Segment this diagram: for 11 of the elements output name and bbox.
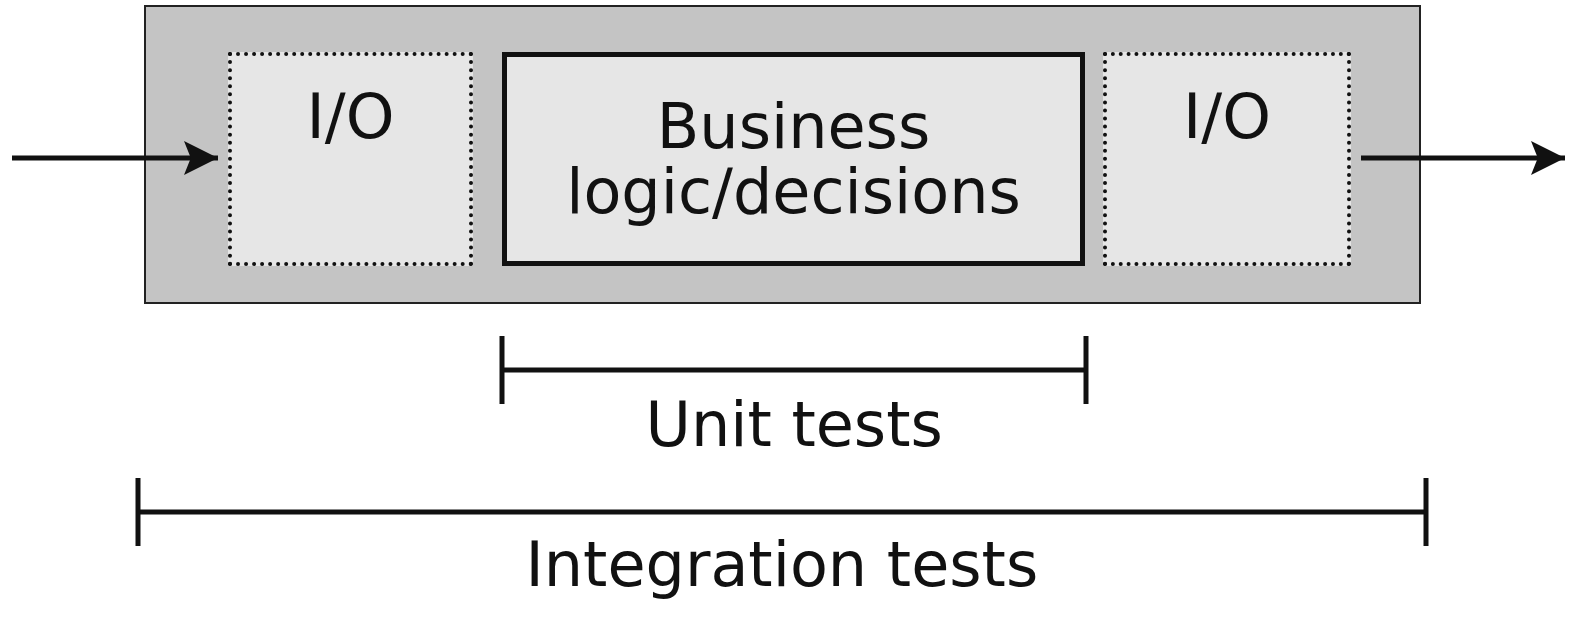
io-box xyxy=(1103,52,1351,266)
io-label: I/O xyxy=(1183,84,1271,150)
arrow xyxy=(1361,141,1565,175)
system-boundary-box xyxy=(144,5,1421,304)
io-box xyxy=(228,52,473,266)
io-label: I/O xyxy=(306,84,395,150)
box-label: Business logic/decisions xyxy=(565,93,1022,225)
dimension-label: Integration tests xyxy=(525,528,1039,601)
arrow xyxy=(12,141,218,175)
logic-box xyxy=(502,52,1085,266)
dimension-label: Unit tests xyxy=(645,388,943,461)
